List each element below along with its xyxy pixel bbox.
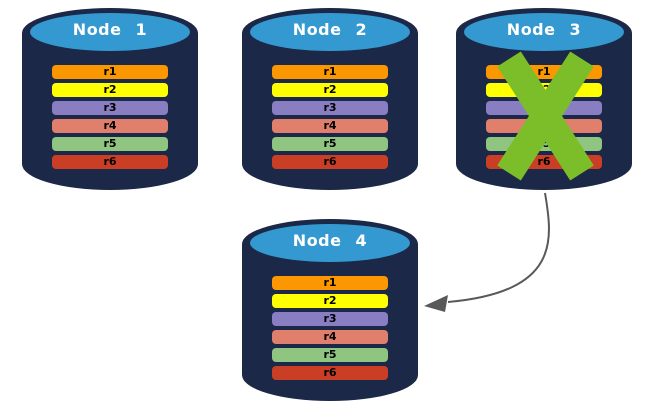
node-4: Node 4 r1 r2 r3 r4 r5 r6 [242, 218, 418, 402]
replica-bar: r5 [272, 137, 388, 151]
replica-bar: r6 [52, 155, 168, 169]
replica-bar: r3 [52, 101, 168, 115]
replica-bar: r3 [272, 312, 388, 326]
replica-bar: r2 [272, 83, 388, 97]
node-title: Node 2 [292, 20, 368, 39]
replica-list: r1 r2 r3 r4 r5 r6 [272, 276, 388, 384]
replica-list: r1 r2 r3 r4 r5 r6 [272, 65, 388, 173]
replica-bar: r4 [272, 119, 388, 133]
replica-bar: r3 [272, 101, 388, 115]
replica-bar: r2 [272, 294, 388, 308]
node-title: Node 4 [292, 231, 368, 250]
replica-bar: r6 [272, 155, 388, 169]
node-title: Node 3 [506, 20, 582, 39]
replica-bar: r4 [272, 330, 388, 344]
replica-bar: r2 [52, 83, 168, 97]
replica-list: r1 r2 r3 r4 r5 r6 [52, 65, 168, 173]
replica-bar: r1 [272, 65, 388, 79]
replica-bar: r4 [52, 119, 168, 133]
node-3-failed: Node 3 r1 r2 r3 r4 r5 r6 [456, 7, 632, 192]
node-1: Node 1 r1 r2 r3 r4 r5 r6 [22, 7, 198, 192]
replica-bar: r5 [52, 137, 168, 151]
replica-bar: r5 [272, 348, 388, 362]
failure-cross-icon [497, 51, 594, 181]
node-title: Node 1 [72, 20, 148, 39]
replica-bar: r6 [272, 366, 388, 380]
replica-bar: r1 [272, 276, 388, 290]
node-2: Node 2 r1 r2 r3 r4 r5 r6 [242, 7, 418, 192]
replica-bar: r1 [52, 65, 168, 79]
